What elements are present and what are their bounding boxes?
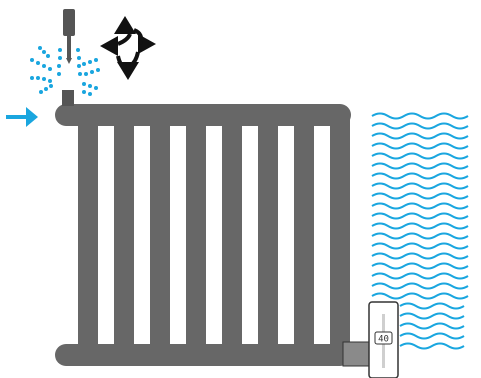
water-waves bbox=[371, 112, 469, 350]
thermostatic-valve: 40 bbox=[342, 301, 399, 378]
bleed-spray bbox=[30, 46, 100, 96]
thermostat-display: 40 bbox=[378, 335, 389, 345]
screwdriver-icon bbox=[63, 9, 75, 64]
arrow-right-icon bbox=[6, 107, 38, 127]
radiator bbox=[55, 90, 351, 366]
rotate-arrows-icon bbox=[100, 16, 156, 80]
